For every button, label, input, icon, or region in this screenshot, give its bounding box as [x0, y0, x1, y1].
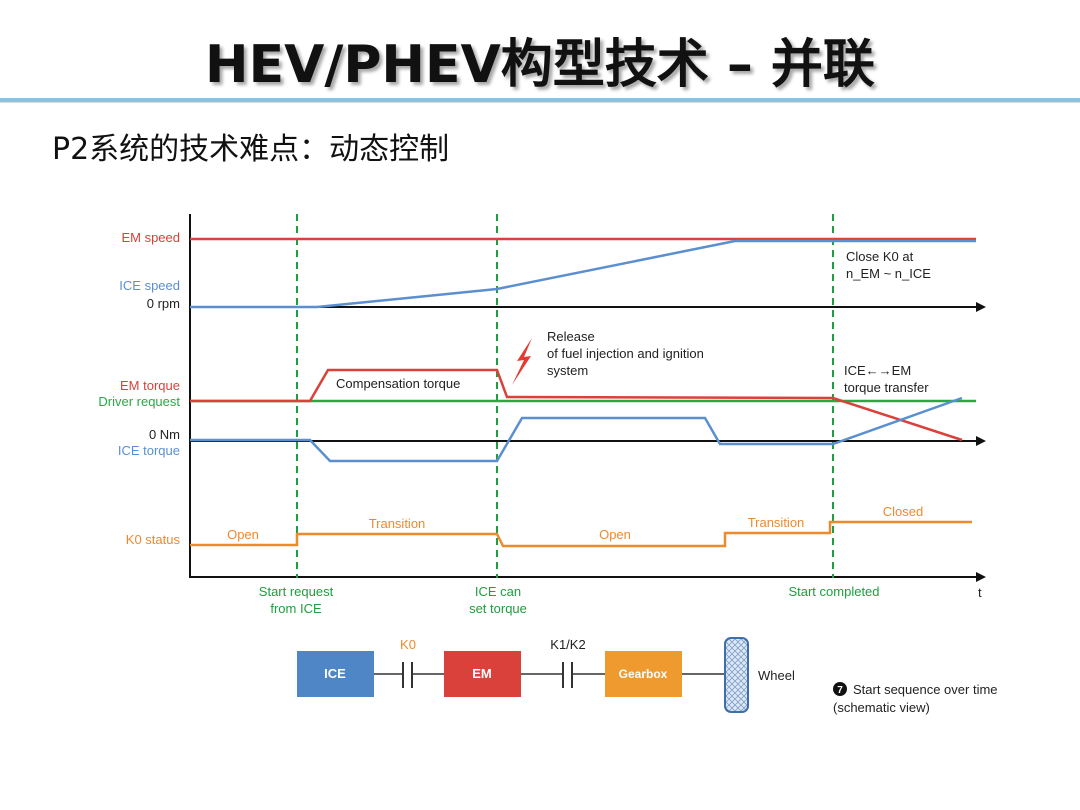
em-block-label: EM: [472, 666, 492, 681]
note-release-line2: of fuel injection and ignition: [547, 346, 704, 361]
k0-clutch-label: K0: [400, 637, 416, 652]
wheel-icon: [724, 637, 749, 713]
ice-torque-curve: [190, 396, 963, 463]
lightning-icon: [512, 338, 532, 385]
label-zero-rpm: 0 rpm: [147, 296, 180, 311]
label-time-axis: t: [978, 585, 982, 600]
note-compensation-torque: Compensation torque: [336, 376, 460, 391]
gearbox-block: [605, 651, 682, 697]
note-transfer-line1: ICE←→EM: [844, 363, 911, 378]
caption-line2: (schematic view): [833, 700, 930, 715]
ice-block-label: ICE: [324, 666, 346, 681]
k0-clutch-gap: [403, 664, 412, 686]
k0-state-transition-2: Transition: [748, 515, 805, 530]
powertrain-schematic: ICE K0 EM K1/K2 Gearbox Wheel 7 Start se…: [297, 637, 998, 715]
slide-subtitle: P2系统的技术难点：动态控制: [52, 132, 450, 167]
caption-number: 7: [837, 685, 843, 696]
title-divider: [0, 98, 1080, 102]
label-driver-request: Driver request: [98, 394, 180, 409]
k0-state-open-1: Open: [227, 527, 259, 542]
k0-state-open-2: Open: [599, 527, 631, 542]
label-ice-torque: ICE torque: [118, 443, 180, 458]
gearbox-block-label: Gearbox: [619, 667, 668, 681]
note-close-k0-line1: Close K0 at: [846, 249, 914, 264]
label-em-speed: EM speed: [121, 230, 180, 245]
ice-block: [297, 651, 374, 697]
slide-title: HEV/PHEV构型技术 – 并联: [205, 35, 875, 95]
em-torque-curve: [190, 368, 963, 442]
em-block: [444, 651, 521, 697]
note-transfer-line2: torque transfer: [844, 380, 929, 395]
caption-number-icon: [833, 682, 847, 696]
event-start-completed: Start completed: [788, 584, 879, 599]
note-release-line1: Release: [547, 329, 595, 344]
ice-speed-curve: [190, 239, 976, 309]
note-close-k0-line2: n_EM ~ n_ICE: [846, 266, 931, 281]
event-ice-can-line2: set torque: [469, 601, 527, 616]
label-em-torque: EM torque: [120, 378, 180, 393]
event-start-request-line1: Start request: [259, 584, 334, 599]
k1k2-clutch-label: K1/K2: [550, 637, 585, 652]
k0-status-curve: [190, 520, 972, 548]
event-start-request-line2: from ICE: [270, 601, 322, 616]
event-ice-can-line1: ICE can: [475, 584, 521, 599]
caption-line1: Start sequence over time: [853, 682, 998, 697]
k1k2-clutch-gap: [563, 664, 572, 686]
wheel-label: Wheel: [758, 668, 795, 683]
label-k0-status: K0 status: [126, 532, 181, 547]
label-ice-speed: ICE speed: [119, 278, 180, 293]
k0-state-closed: Closed: [883, 504, 923, 519]
k0-state-transition-1: Transition: [369, 516, 426, 531]
note-release-line3: system: [547, 363, 588, 378]
title-divider-light: [0, 102, 1080, 103]
label-zero-nm: 0 Nm: [149, 427, 180, 442]
